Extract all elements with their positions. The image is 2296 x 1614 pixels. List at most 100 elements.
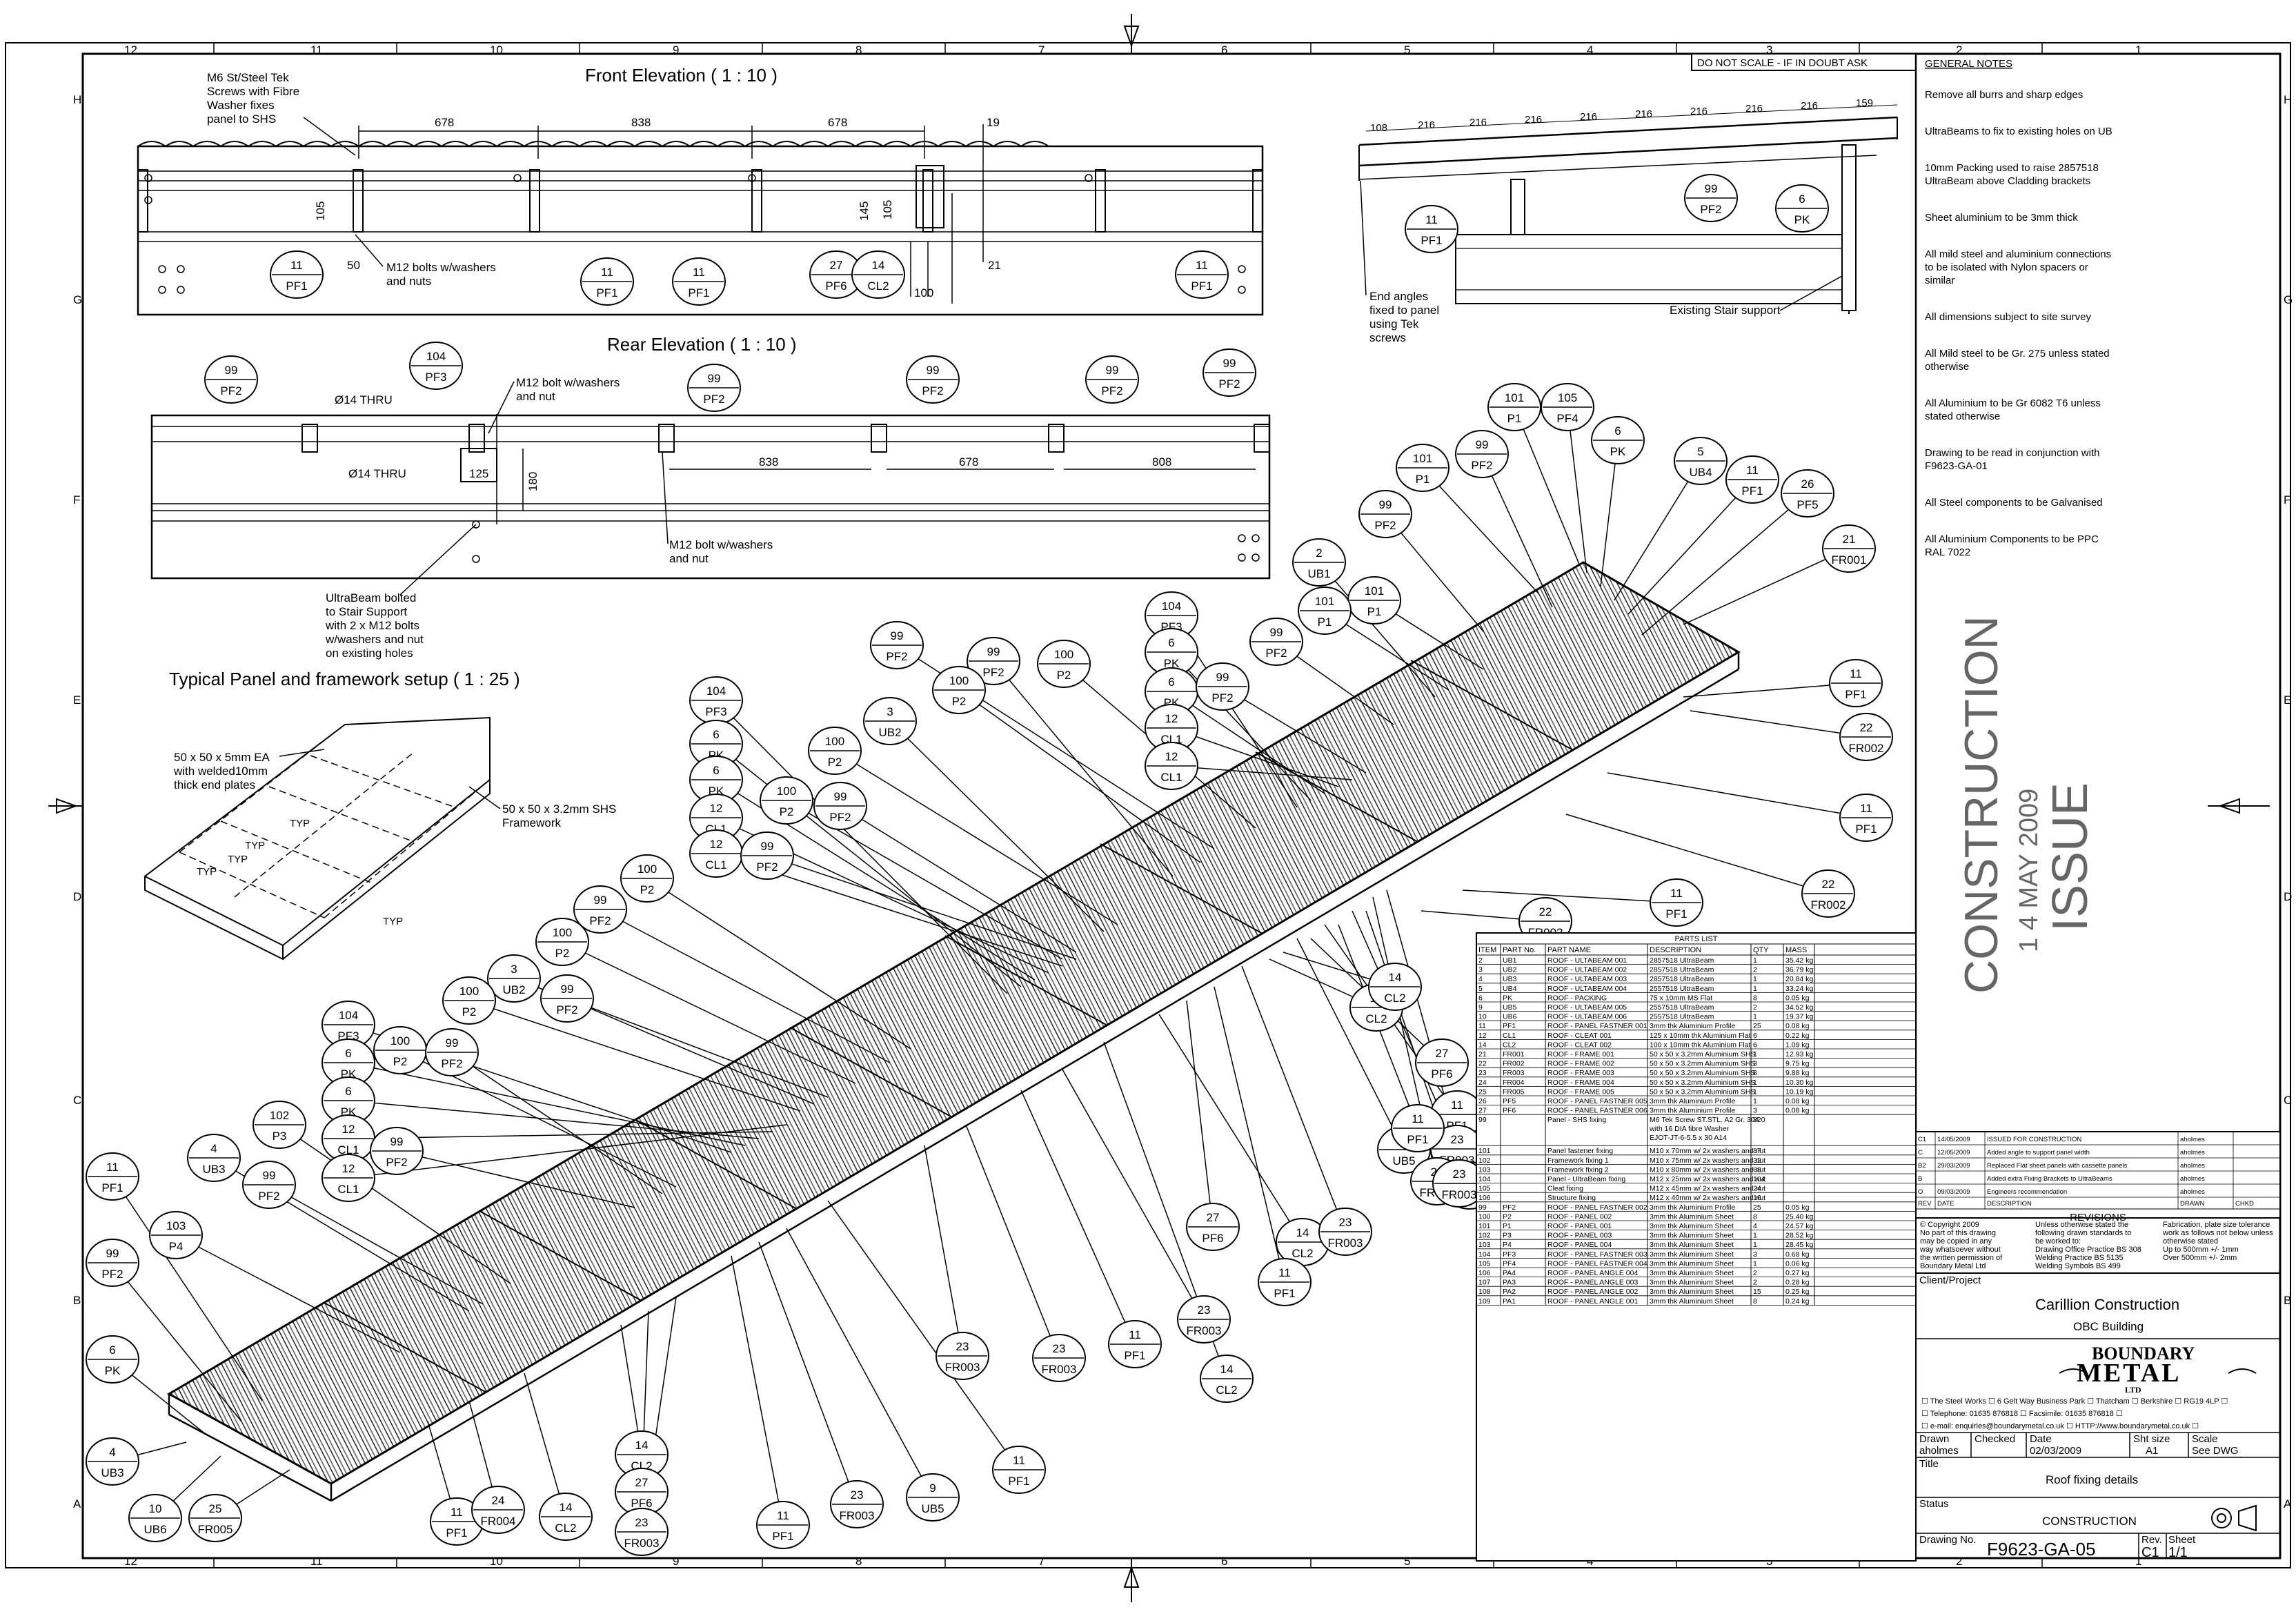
parts-list-cell: UB5 bbox=[1503, 1003, 1517, 1012]
bubble-code: FR003 bbox=[624, 1537, 659, 1550]
parts-list-cell: 3mm thk Aluminium Profile bbox=[1650, 1022, 1735, 1030]
parts-list-cell: 0.27 kg bbox=[1785, 1269, 1810, 1277]
general-note-line: to be isolated with Nylon spacers or bbox=[1925, 262, 2088, 273]
parts-list-cell: 0.06 kg bbox=[1785, 1259, 1810, 1268]
bubble-item: 4 bbox=[210, 1142, 217, 1155]
parts-list-cell: ROOF - FRAME 001 bbox=[1547, 1050, 1614, 1059]
parts-list-cell: 1 bbox=[1753, 1232, 1757, 1240]
iso-bubble: 6PK bbox=[321, 1039, 375, 1087]
svg-text:LTD: LTD bbox=[2125, 1385, 2141, 1395]
parts-list-cell: 5 bbox=[1478, 985, 1483, 993]
bubble-item: 12 bbox=[710, 802, 723, 815]
grid-col-bottom: 9 bbox=[673, 1555, 679, 1568]
side-dims: 108 216 216 216 216 216 216 216 216 159 bbox=[1370, 97, 1873, 134]
parts-list-cell: 109 bbox=[1478, 1297, 1491, 1306]
rear-elevation-title: Rear Elevation ( 1 : 10 ) bbox=[607, 334, 797, 355]
bubble-code: PK bbox=[1610, 445, 1626, 458]
bubble-item: 99 bbox=[446, 1036, 459, 1050]
bubble-code: P2 bbox=[1057, 669, 1071, 682]
grid-row-left: F bbox=[73, 493, 80, 506]
parts-list-cell: 106 bbox=[1478, 1269, 1491, 1277]
bubble-item: 99 bbox=[561, 983, 574, 996]
grid-row-left: C bbox=[73, 1094, 81, 1107]
bubble-code: PF2 bbox=[441, 1057, 462, 1070]
bubble-item: 99 bbox=[1223, 357, 1236, 370]
grid-col-bottom: 1 bbox=[2135, 1555, 2141, 1568]
bubble-item: 11 bbox=[1412, 1112, 1424, 1125]
parts-list-cell: M10 x 70mm w/ 2x washers and nut bbox=[1650, 1147, 1765, 1155]
parts-list-cell: 6 bbox=[1478, 994, 1483, 1002]
parts-list-header: ITEM bbox=[1478, 946, 1496, 954]
parts-list-cell: UB6 bbox=[1503, 1013, 1517, 1021]
bubble-item: 14 bbox=[1389, 971, 1402, 984]
bubble-code: PF2 bbox=[922, 384, 943, 397]
parts-list-cell: 102 bbox=[1478, 1232, 1491, 1240]
parts-list-cell: 2557518 UltraBeam bbox=[1650, 1003, 1714, 1012]
parts-list-cell: 2 bbox=[1478, 956, 1483, 965]
parts-list-cell: ROOF - PANEL 001 bbox=[1547, 1222, 1612, 1230]
parts-list-cell: 19.37 kg bbox=[1785, 1013, 1813, 1021]
bubble-item: 23 bbox=[1451, 1133, 1464, 1146]
bubble-item: 11 bbox=[1425, 213, 1438, 226]
rear-elevation: Rear Elevation ( 1 : 10 ) 180 125 838 67… bbox=[150, 334, 1271, 660]
general-note-line: Drawing to be read in conjunction with bbox=[1925, 447, 2099, 459]
bubble-item: 100 bbox=[949, 674, 969, 687]
parts-list-cell: FR005 bbox=[1503, 1088, 1525, 1096]
parts-list-cell: 101 bbox=[1478, 1147, 1491, 1155]
parts-list-cell: FR003 bbox=[1503, 1069, 1525, 1077]
bubble-item: 99 bbox=[1705, 182, 1718, 195]
bubble-item: 23 bbox=[1053, 1342, 1066, 1355]
parts-list-cell: 101 bbox=[1478, 1222, 1491, 1230]
sheet-value: 1/1 bbox=[2168, 1545, 2188, 1560]
revision-cell: Replaced Flat sheet panels with cassette… bbox=[1987, 1162, 2128, 1170]
parts-list-cell: 10.30 kg bbox=[1785, 1079, 1813, 1087]
bubble-code: PF1 bbox=[1274, 1287, 1295, 1300]
parts-list-cell: M12 x 45mm w/ 2x washers and nut bbox=[1650, 1185, 1765, 1193]
parts-list-cell: 23 bbox=[1478, 1069, 1487, 1077]
grid-row-left: E bbox=[73, 693, 81, 707]
parts-list-cell: 103 bbox=[1478, 1165, 1491, 1174]
dim-50: 50 bbox=[347, 259, 360, 272]
rev-label: Rev. bbox=[2141, 1534, 2162, 1546]
title-block: © Copyright 2009 No part of this drawing… bbox=[1915, 1217, 2281, 1560]
parts-list-cell: ROOF - PANEL ANGLE 002 bbox=[1547, 1288, 1638, 1296]
sheet-label: Sheet bbox=[2168, 1534, 2196, 1546]
parts-list-cell: 50 x 50 x 3.2mm Aluminium SHS bbox=[1650, 1079, 1755, 1087]
title-value: Roof fixing details bbox=[2046, 1473, 2138, 1486]
bubble-code: PF1 bbox=[1191, 279, 1212, 293]
bubble-item: 11 bbox=[290, 259, 303, 272]
parts-list-cell: 2 bbox=[1753, 966, 1757, 974]
dim-19: 19 bbox=[987, 116, 1000, 129]
bubble-code: CL2 bbox=[555, 1522, 576, 1535]
checked-label: Checked bbox=[1975, 1433, 2015, 1445]
general-note-line: All Aluminium to be Gr 6082 T6 unless bbox=[1925, 397, 2101, 409]
bubble-item: 12 bbox=[1165, 750, 1178, 763]
bubble-item: 23 bbox=[851, 1488, 864, 1502]
bubble-code: CL2 bbox=[867, 279, 889, 293]
parts-list-cell: PK bbox=[1503, 994, 1512, 1002]
bubble-item: 99 bbox=[761, 840, 774, 853]
parts-list-cell: 50 x 50 x 3.2mm Aluminium SHS bbox=[1650, 1050, 1755, 1059]
bubble-item: 11 bbox=[1013, 1454, 1025, 1467]
general-note-line: All Steel components to be Galvanised bbox=[1925, 497, 2103, 509]
general-note-line: UltraBeams to fix to existing holes on U… bbox=[1925, 126, 2112, 137]
parts-list-cell: 1 bbox=[1753, 956, 1757, 965]
parts-list-cell: PF2 bbox=[1503, 1203, 1516, 1212]
bubble-item: 99 bbox=[891, 629, 904, 642]
grid-row-left: A bbox=[73, 1497, 81, 1510]
bubble-code: PK bbox=[1164, 657, 1180, 670]
parts-list-cell: M10 x 80mm w/ 2x washers and nut bbox=[1650, 1165, 1765, 1174]
general-note-line: F9623-GA-01 bbox=[1925, 460, 1988, 472]
bubble-item: 11 bbox=[777, 1509, 789, 1522]
